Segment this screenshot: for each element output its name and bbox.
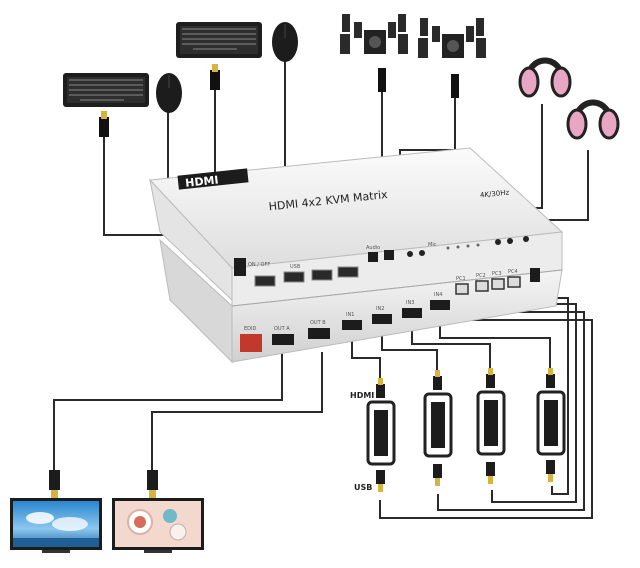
keyboard-right-icon: [176, 22, 262, 90]
hdmi-logo-plate: [177, 168, 249, 190]
audio-port-label: Audio: [366, 245, 380, 251]
monitor-right-icon: [112, 470, 204, 553]
power-switch-label: ON / OFF: [248, 262, 270, 268]
cables: [53, 60, 593, 519]
hdmi-logo: HDMI: [185, 173, 220, 189]
headphones-1-icon: [518, 57, 572, 98]
usb-b-3-label: PC3: [492, 271, 502, 277]
mic-port-label: Mic: [428, 242, 437, 248]
hdmi-out-a-port[interactable]: [272, 334, 294, 345]
kvm-device: [148, 147, 564, 364]
front-panel-ports: EDID OUT A OUT B IN1 IN2 IN3 IN4 PC1 PC2…: [240, 269, 521, 352]
audio-jack-1[interactable]: [407, 251, 413, 257]
usb-b-port-4[interactable]: [507, 276, 521, 288]
audio-jack-5[interactable]: [523, 236, 529, 242]
mouse-right-icon: [272, 22, 298, 62]
hdmi-in-1-port[interactable]: [342, 320, 362, 330]
audio-jack-2[interactable]: [419, 250, 425, 256]
back-panel-ports: ON / OFF USB Audio Mic: [234, 236, 540, 287]
edid-label: EDID: [244, 326, 256, 332]
usb-port-2[interactable]: [283, 271, 305, 283]
speaker-set-1-icon: [340, 14, 408, 92]
out-b-label: OUT B: [310, 320, 326, 326]
cable-out-a: [53, 352, 283, 480]
cable-in-3: [411, 322, 491, 384]
usb-b-1-label: PC1: [456, 276, 466, 282]
headphones-2-icon: [566, 99, 620, 140]
audio-jack-3[interactable]: [495, 239, 501, 245]
adapter-4: [536, 368, 566, 482]
usb-port-3[interactable]: [311, 269, 333, 281]
edid-switch[interactable]: [240, 334, 262, 352]
cable-usb-4: [513, 286, 569, 495]
hdmi-in-3-port[interactable]: [402, 308, 422, 318]
usb-b-2-label: PC2: [476, 273, 486, 279]
usb-b-port-3[interactable]: [491, 278, 505, 290]
dc-power-port[interactable]: [530, 268, 540, 282]
hdmi-in-2-port[interactable]: [372, 314, 392, 324]
audio-port[interactable]: [368, 252, 378, 262]
in-2-label: IN2: [376, 306, 384, 312]
usb-port-4[interactable]: [337, 266, 359, 278]
in-4-label: IN4: [434, 292, 442, 298]
speaker-set-2-icon: [418, 18, 486, 98]
usb-adapter-label: USB: [354, 483, 372, 492]
cable-in-2: [381, 330, 438, 386]
device-resolution: 4K/30Hz: [480, 188, 510, 199]
mic-port[interactable]: [384, 250, 394, 260]
out-a-label: OUT A: [274, 326, 290, 332]
usb-ports-label: USB: [290, 264, 301, 270]
adapter-3: [476, 368, 506, 484]
power-switch[interactable]: [234, 258, 246, 276]
usb-port-1[interactable]: [254, 275, 276, 287]
hdmi-adapter-label: HDMI: [350, 391, 374, 400]
cable-in-1: [351, 336, 381, 396]
in-1-label: IN1: [346, 312, 354, 318]
in-3-label: IN3: [406, 300, 414, 306]
mouse-left-icon: [156, 73, 182, 113]
cable-out-b: [151, 352, 323, 480]
adapter-1: [366, 378, 396, 492]
keyboard-left-icon: [63, 73, 149, 137]
monitor-left-icon: [10, 470, 102, 553]
adapter-2: [423, 370, 453, 486]
hdmi-out-b-port[interactable]: [308, 328, 330, 339]
audio-jack-4[interactable]: [507, 238, 513, 244]
usb-b-4-label: PC4: [508, 269, 518, 275]
usb-b-port-1[interactable]: [455, 283, 469, 295]
hdmi-in-4-port[interactable]: [430, 300, 450, 310]
usb-b-port-2[interactable]: [475, 280, 489, 292]
